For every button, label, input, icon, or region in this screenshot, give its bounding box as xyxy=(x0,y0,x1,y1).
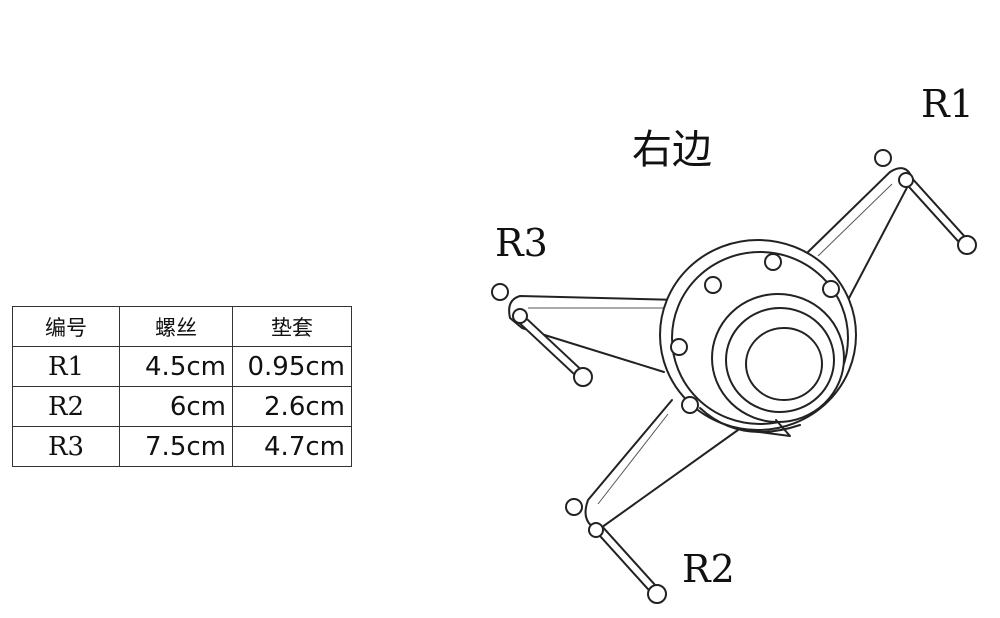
row-spacer-cell: 4.7cm xyxy=(232,426,352,467)
diagram-title: 右边 xyxy=(632,127,712,173)
label-r3: R3 xyxy=(495,221,548,265)
row-id-cell: R3 xyxy=(12,426,120,467)
bracket-arm-r3 xyxy=(508,295,681,373)
bolt-r2 xyxy=(565,498,667,604)
table-header-row: 编号 螺丝 垫套 xyxy=(12,306,352,347)
row-screw-cell: 6cm xyxy=(119,386,233,427)
label-r1: R1 xyxy=(921,82,974,126)
spec-table: 编号 螺丝 垫套 R1 4.5cm 0.95cm R2 6cm 2.6cm R3… xyxy=(12,306,352,467)
header-cell-id: 编号 xyxy=(12,306,120,347)
bolt-r3 xyxy=(491,283,593,387)
hub-bolts xyxy=(670,253,840,414)
row-screw-cell: 7.5cm xyxy=(119,426,233,467)
header-cell-screw: 螺丝 xyxy=(119,306,233,347)
bolt-r1 xyxy=(874,149,977,255)
table-row: R3 7.5cm 4.7cm xyxy=(12,426,352,467)
header-cell-spacer: 垫套 xyxy=(232,306,352,347)
row-spacer-cell: 2.6cm xyxy=(232,386,352,427)
row-spacer-cell: 0.95cm xyxy=(232,346,352,387)
label-r2: R2 xyxy=(682,547,735,591)
